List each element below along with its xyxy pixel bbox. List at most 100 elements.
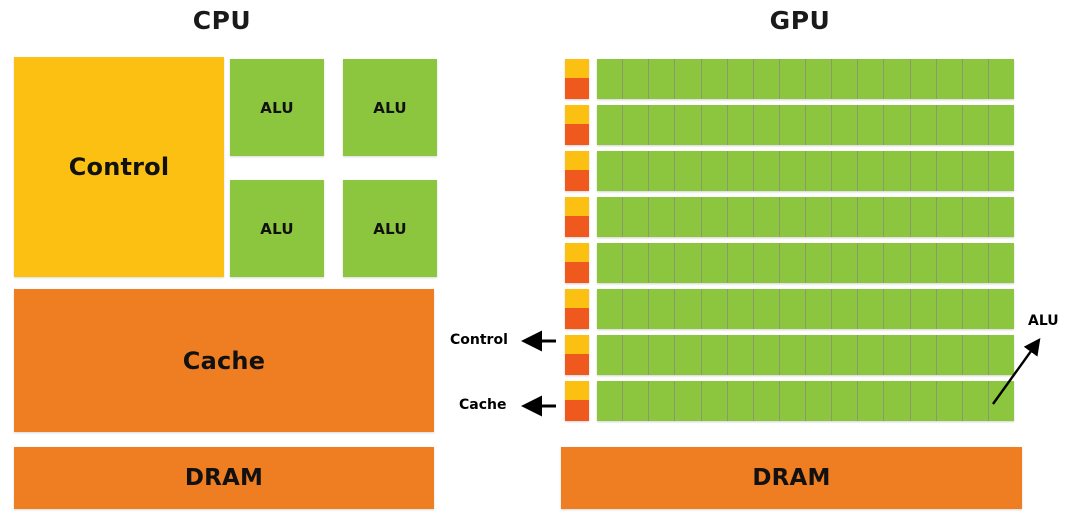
gpu-control-cache-column — [565, 335, 589, 375]
gpu-control-cache-column — [565, 59, 589, 99]
gpu-alu-cell — [754, 381, 780, 421]
gpu-alu-cell — [675, 151, 702, 191]
gpu-alu-cell — [832, 59, 859, 99]
gpu-dram-block: DRAM — [561, 447, 1022, 509]
gpu-alu-cell — [623, 151, 650, 191]
gpu-alu-cell — [937, 335, 963, 375]
gpu-alu-cell — [754, 335, 780, 375]
gpu-alu-cell — [728, 59, 754, 99]
gpu-alu-cell — [989, 105, 1014, 145]
gpu-cache-block — [565, 354, 589, 375]
gpu-alu-cell — [728, 105, 754, 145]
gpu-alu-cell — [675, 335, 702, 375]
gpu-alu-cell — [702, 197, 728, 237]
gpu-alu-cell — [884, 59, 911, 99]
gpu-alu-cell — [780, 197, 806, 237]
gpu-core-row — [565, 105, 1014, 145]
gpu-alu-cell — [728, 335, 754, 375]
gpu-alu-cell — [806, 197, 833, 237]
gpu-core-row — [565, 381, 1014, 421]
gpu-alu-cell — [884, 151, 911, 191]
gpu-core-row — [565, 197, 1014, 237]
gpu-alu-cell — [649, 243, 676, 283]
gpu-cache-block — [565, 78, 589, 99]
gpu-alu-cell — [884, 105, 911, 145]
gpu-alu-cell — [754, 289, 780, 329]
gpu-alu-cell — [806, 289, 833, 329]
gpu-control-block — [565, 105, 589, 124]
cpu-alu-block: ALU — [230, 59, 324, 156]
gpu-alu-cell — [884, 197, 911, 237]
gpu-alu-callout-label: ALU — [1028, 313, 1059, 329]
gpu-alu-cell — [963, 197, 989, 237]
gpu-alu-cell — [806, 243, 833, 283]
gpu-alu-cell — [806, 381, 833, 421]
gpu-alu-cell — [649, 197, 676, 237]
gpu-control-block — [565, 335, 589, 354]
gpu-alu-cell — [675, 289, 702, 329]
gpu-alu-cell — [702, 335, 728, 375]
gpu-alu-cell — [597, 289, 624, 329]
gpu-alu-cell — [911, 335, 937, 375]
gpu-alu-cell — [597, 243, 624, 283]
gpu-alu-cell — [597, 151, 624, 191]
gpu-alu-cell — [911, 289, 937, 329]
gpu-alu-cell — [884, 381, 911, 421]
gpu-alu-cell — [649, 335, 676, 375]
cpu-control-block: Control — [14, 57, 224, 277]
cpu-alu-block: ALU — [343, 59, 437, 156]
gpu-alu-cell — [728, 151, 754, 191]
gpu-alu-cell — [989, 59, 1014, 99]
gpu-alu-cell — [649, 59, 676, 99]
gpu-alu-cell — [937, 243, 963, 283]
gpu-alu-cell — [623, 243, 650, 283]
gpu-alu-cell — [911, 197, 937, 237]
gpu-alu-cell — [963, 151, 989, 191]
gpu-alu-strip — [597, 289, 1014, 329]
gpu-alu-cell — [989, 381, 1014, 421]
cpu-alu-block: ALU — [343, 180, 437, 277]
gpu-alu-cell — [858, 197, 885, 237]
gpu-alu-cell — [623, 105, 650, 145]
gpu-alu-cell — [989, 335, 1014, 375]
cpu-dram-block: DRAM — [14, 447, 434, 509]
gpu-alu-cell — [597, 105, 624, 145]
gpu-alu-cell — [937, 381, 963, 421]
gpu-alu-cell — [675, 197, 702, 237]
gpu-alu-cell — [754, 105, 780, 145]
gpu-alu-cell — [728, 289, 754, 329]
gpu-alu-cell — [937, 59, 963, 99]
gpu-alu-cell — [780, 335, 806, 375]
gpu-alu-cell — [832, 381, 859, 421]
gpu-alu-strip — [597, 59, 1014, 99]
cpu-alu-block: ALU — [230, 180, 324, 277]
gpu-alu-cell — [884, 335, 911, 375]
gpu-alu-strip — [597, 381, 1014, 421]
gpu-alu-cell — [702, 151, 728, 191]
gpu-alu-cell — [780, 289, 806, 329]
gpu-alu-cell — [884, 289, 911, 329]
gpu-alu-cell — [675, 105, 702, 145]
gpu-alu-cell — [702, 381, 728, 421]
gpu-alu-cell — [780, 243, 806, 283]
gpu-alu-cell — [963, 289, 989, 329]
gpu-alu-cell — [702, 243, 728, 283]
gpu-alu-cell — [832, 105, 859, 145]
gpu-alu-cell — [623, 59, 650, 99]
gpu-core-row — [565, 335, 1014, 375]
gpu-control-cache-column — [565, 381, 589, 421]
gpu-panel-title: GPU — [769, 6, 831, 35]
gpu-core-row — [565, 151, 1014, 191]
gpu-alu-cell — [911, 381, 937, 421]
gpu-alu-cell — [780, 151, 806, 191]
gpu-alu-cell — [597, 197, 624, 237]
gpu-alu-cell — [911, 243, 937, 283]
gpu-alu-cell — [675, 59, 702, 99]
gpu-control-cache-column — [565, 243, 589, 283]
gpu-alu-cell — [858, 151, 885, 191]
gpu-control-block — [565, 289, 589, 308]
gpu-alu-cell — [754, 243, 780, 283]
gpu-alu-cell — [911, 59, 937, 99]
gpu-alu-cell — [937, 289, 963, 329]
gpu-alu-cell — [780, 105, 806, 145]
